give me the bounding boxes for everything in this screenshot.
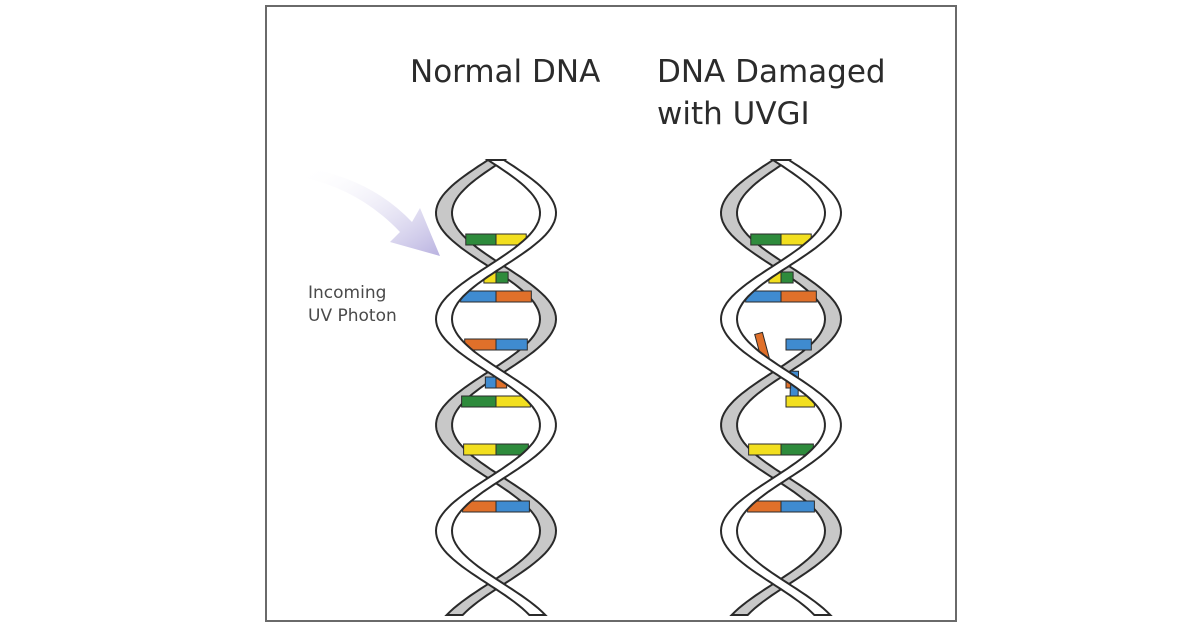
base-pair	[465, 233, 527, 246]
base-pair	[460, 290, 532, 303]
base-right	[495, 500, 530, 513]
base-pair	[464, 338, 528, 351]
base-right	[495, 271, 509, 284]
uv-photon-arrow	[305, 168, 440, 256]
base-fragment	[785, 338, 812, 351]
base-pair	[461, 395, 531, 408]
base-right	[780, 290, 817, 303]
broken-base-pair	[754, 331, 812, 361]
base-left	[465, 233, 497, 246]
base-right	[780, 271, 794, 284]
base-right	[495, 290, 532, 303]
base-left	[461, 395, 497, 408]
base-right	[780, 500, 815, 513]
damaged-dna-subtitle: with UVGI	[657, 96, 810, 132]
base-pair	[750, 233, 812, 246]
base-pair	[745, 290, 817, 303]
damaged-dna-helix	[719, 159, 843, 616]
base-left	[750, 233, 782, 246]
normal-dna-helix	[434, 159, 558, 616]
normal-dna-title: Normal DNA	[410, 54, 601, 90]
base-pair	[463, 443, 529, 456]
photon-label-line2: UV Photon	[308, 306, 397, 326]
base-left	[463, 443, 497, 456]
figure-frame	[265, 5, 957, 622]
damaged-dna-title: DNA Damaged	[657, 54, 886, 90]
base-pair	[462, 500, 530, 513]
helix-front-strand	[719, 159, 843, 616]
base-left	[748, 443, 782, 456]
helix-front-strand	[434, 159, 558, 616]
base-pair	[747, 500, 815, 513]
base-right	[495, 338, 528, 351]
photon-label-line1: Incoming	[308, 283, 387, 303]
base-left	[484, 376, 497, 389]
base-pair	[748, 443, 814, 456]
